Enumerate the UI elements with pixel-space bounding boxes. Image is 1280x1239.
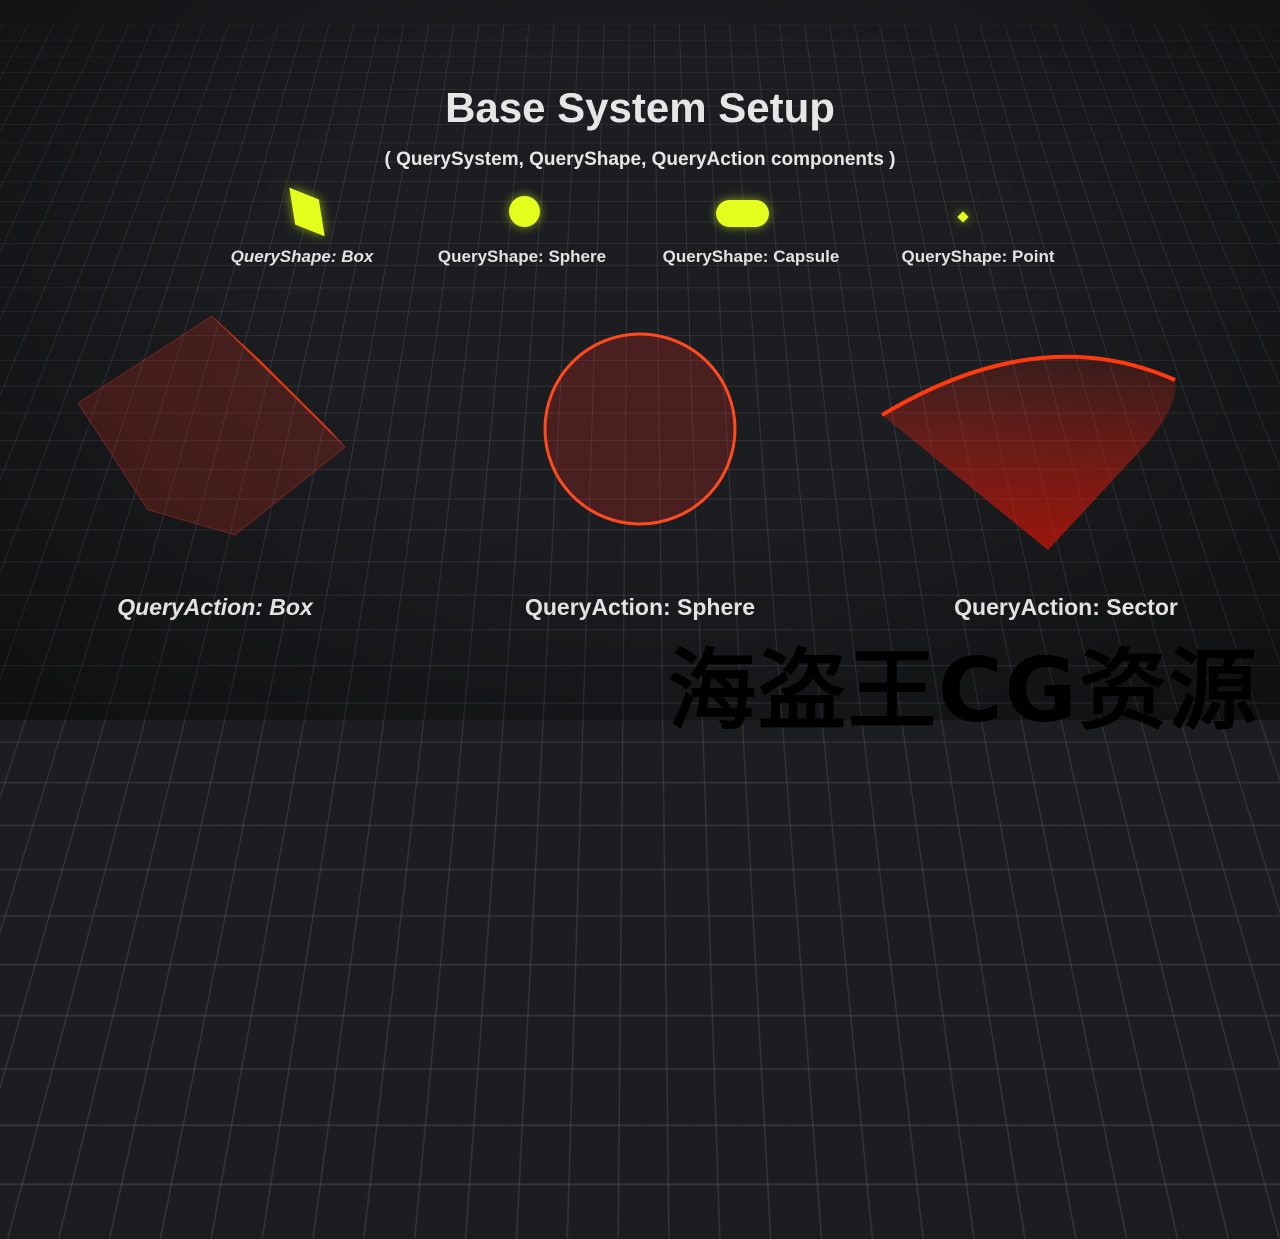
- query-action-box-label: QueryAction: Box: [65, 594, 365, 621]
- query-action-sphere-volume[interactable]: [545, 334, 735, 524]
- query-action-box-volume[interactable]: [78, 316, 345, 535]
- query-action-sector-volume[interactable]: [882, 357, 1176, 550]
- query-action-sphere-label: QueryAction: Sphere: [490, 594, 790, 621]
- watermark: 海盗王CG资源: [668, 620, 1259, 747]
- query-action-sector-label: QueryAction: Sector: [916, 594, 1216, 621]
